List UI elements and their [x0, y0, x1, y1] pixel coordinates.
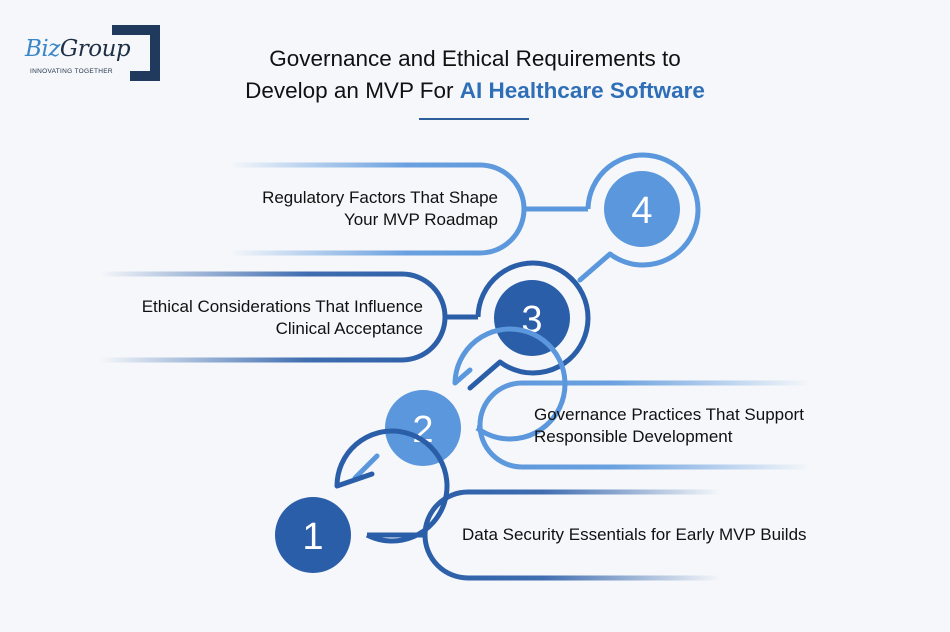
- logo-frame-right: [150, 25, 160, 81]
- step-4-pill: [230, 162, 588, 256]
- step-4-label-line2: Your MVP Roadmap: [343, 210, 498, 229]
- page-title: Governance and Ethical Requirements to D…: [200, 43, 750, 107]
- logo-wordmark: BizGroup: [25, 36, 131, 62]
- step-1-number: 1: [302, 516, 323, 558]
- step-2-label: Governance Practices That Support Respon…: [534, 404, 874, 448]
- step-1-label: Data Security Essentials for Early MVP B…: [462, 524, 882, 546]
- logo-tagline: INNOVATING TOGETHER: [30, 68, 113, 75]
- step-4-label-line1: Regulatory Factors That Shape: [262, 188, 498, 207]
- step-3-pill: [100, 271, 478, 363]
- title-line-2: Develop an MVP For AI Healthcare Softwar…: [200, 75, 750, 107]
- title-underline: [419, 118, 529, 120]
- step-3-label-line2: Clinical Acceptance: [275, 319, 423, 338]
- step-2-badge: 2: [352, 326, 568, 481]
- logo-frame-bottom: [130, 71, 160, 81]
- title-plain: Develop an MVP For: [245, 78, 460, 103]
- step-1-badge: 1: [275, 428, 450, 573]
- bizgroup-logo: BizGroup INNOVATING TOGETHER: [22, 22, 162, 86]
- step-2-label-line2: Responsible Development: [534, 427, 733, 446]
- step-2-label-line1: Governance Practices That Support: [534, 405, 804, 424]
- logo-group: Group: [59, 36, 131, 62]
- step-4-label: Regulatory Factors That Shape Your MVP R…: [180, 187, 498, 231]
- step-4-badge: 4: [577, 152, 701, 283]
- title-highlight: AI Healthcare Software: [459, 78, 705, 103]
- step-3-label: Ethical Considerations That Influence Cl…: [60, 296, 423, 340]
- step-2-number: 2: [412, 409, 433, 451]
- step-4-number: 4: [631, 190, 652, 232]
- step-3-badge: 3: [467, 260, 591, 391]
- title-line-1: Governance and Ethical Requirements to: [269, 46, 681, 71]
- logo-biz: Biz: [25, 36, 60, 62]
- logo-frame-top: [112, 25, 160, 35]
- step-3-label-line1: Ethical Considerations That Influence: [141, 297, 423, 316]
- step-1-label-text: Data Security Essentials for Early MVP B…: [462, 525, 807, 544]
